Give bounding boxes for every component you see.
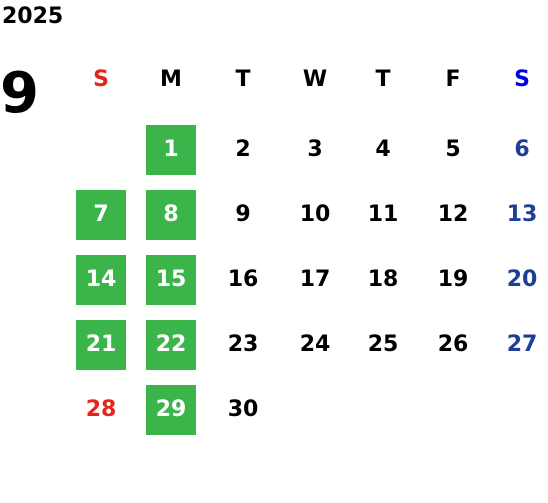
day-cell-11[interactable]: 11 — [367, 202, 399, 227]
day-cell-25[interactable]: 25 — [367, 332, 399, 357]
day-cell-21[interactable]: 21 — [76, 320, 126, 370]
day-cell-26[interactable]: 26 — [437, 332, 469, 357]
day-cell-1[interactable]: 1 — [146, 125, 196, 175]
day-cell-24[interactable]: 24 — [299, 332, 331, 357]
day-cell-30[interactable]: 30 — [227, 397, 259, 422]
day-cell-3[interactable]: 3 — [307, 137, 323, 162]
day-cell-14[interactable]: 14 — [76, 255, 126, 305]
weekday-fri: F — [445, 67, 461, 92]
day-cell-29[interactable]: 29 — [146, 385, 196, 435]
weekday-thu: T — [375, 67, 391, 92]
weekday-sun: S — [93, 67, 109, 92]
day-cell-23[interactable]: 23 — [227, 332, 259, 357]
day-cell-10[interactable]: 10 — [299, 202, 331, 227]
day-cell-28[interactable]: 28 — [85, 397, 117, 422]
day-cell-7[interactable]: 7 — [76, 190, 126, 240]
day-cell-22[interactable]: 22 — [146, 320, 196, 370]
day-cell-5[interactable]: 5 — [445, 137, 461, 162]
day-cell-6[interactable]: 6 — [514, 137, 530, 162]
weekday-tue: T — [235, 67, 251, 92]
day-cell-18[interactable]: 18 — [367, 267, 399, 292]
day-cell-27[interactable]: 27 — [506, 332, 538, 357]
weekday-wed: W — [302, 67, 328, 92]
day-cell-8[interactable]: 8 — [146, 190, 196, 240]
weekday-mon: M — [160, 67, 182, 92]
day-cell-17[interactable]: 17 — [299, 267, 331, 292]
day-cell-16[interactable]: 16 — [227, 267, 259, 292]
weekday-sat: S — [514, 67, 530, 92]
day-cell-15[interactable]: 15 — [146, 255, 196, 305]
day-cell-12[interactable]: 12 — [437, 202, 469, 227]
month-number: 9 — [0, 61, 39, 126]
day-cell-19[interactable]: 19 — [437, 267, 469, 292]
year-label: 2025 — [2, 4, 64, 29]
day-cell-13[interactable]: 13 — [506, 202, 538, 227]
day-cell-4[interactable]: 4 — [375, 137, 391, 162]
day-cell-2[interactable]: 2 — [235, 137, 251, 162]
day-cell-20[interactable]: 20 — [506, 267, 538, 292]
day-cell-9[interactable]: 9 — [235, 202, 251, 227]
